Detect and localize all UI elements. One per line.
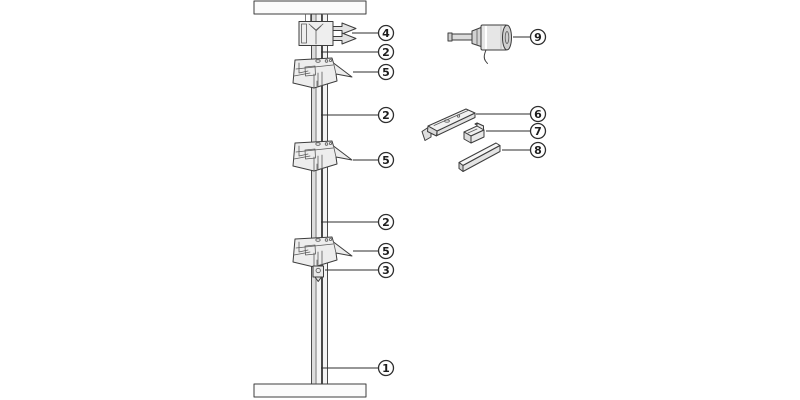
callout-number: 6 xyxy=(534,108,542,121)
slider-clip-part7 xyxy=(463,122,485,144)
callout-number: 9 xyxy=(534,31,542,44)
callout-2: 2 xyxy=(321,106,395,124)
callout-number: 3 xyxy=(382,264,390,277)
callout-number: 1 xyxy=(382,362,390,375)
callout-2: 2 xyxy=(321,213,395,231)
callout-circle xyxy=(377,242,395,260)
callout-4: 4 xyxy=(352,24,395,42)
shelf-clip-middle xyxy=(292,140,353,172)
cover-bracket-part6 xyxy=(421,108,476,141)
callout-layer: 4 2 5 2 5 2 5 3 1 9 6 7 8 xyxy=(321,24,547,377)
callout-5: 5 xyxy=(353,242,395,260)
callout-circle xyxy=(377,359,395,377)
callout-number: 2 xyxy=(382,216,390,229)
callout-1: 1 xyxy=(321,359,395,377)
callout-circle xyxy=(529,28,547,46)
callout-number: 5 xyxy=(382,154,390,167)
top-rail-prongs xyxy=(305,13,328,22)
callout-5: 5 xyxy=(353,151,395,169)
shelf-clip-bottom xyxy=(292,236,353,268)
callout-5: 5 xyxy=(353,63,395,81)
set-screw-part3 xyxy=(312,265,324,282)
callout-circle xyxy=(377,106,395,124)
bottom-rail xyxy=(253,383,367,398)
callout-circle xyxy=(377,151,395,169)
driver-tool-part9 xyxy=(447,24,512,64)
callout-number: 8 xyxy=(534,144,542,157)
callout-circle xyxy=(529,105,547,123)
callout-circle xyxy=(529,141,547,159)
callout-9: 9 xyxy=(513,28,547,46)
callout-7: 7 xyxy=(486,122,547,140)
callout-number: 5 xyxy=(382,66,390,79)
callout-circle xyxy=(529,122,547,140)
callout-number: 5 xyxy=(382,245,390,258)
callout-circle xyxy=(377,63,395,81)
callout-circle xyxy=(377,261,395,279)
shelf-clip-top xyxy=(292,57,353,89)
callout-6: 6 xyxy=(476,105,547,123)
callout-8: 8 xyxy=(502,141,547,159)
callout-number: 4 xyxy=(382,27,390,40)
callout-number: 7 xyxy=(534,125,542,138)
callout-3: 3 xyxy=(325,261,395,279)
top-rail xyxy=(253,0,367,15)
callout-number: 2 xyxy=(382,46,390,59)
rod-connector-part4 xyxy=(298,21,357,46)
cover-plate-part8 xyxy=(458,142,501,172)
callout-circle xyxy=(377,24,395,42)
callout-2: 2 xyxy=(321,43,395,61)
callout-circle xyxy=(377,43,395,61)
callout-circle xyxy=(377,213,395,231)
callout-number: 2 xyxy=(382,109,390,122)
